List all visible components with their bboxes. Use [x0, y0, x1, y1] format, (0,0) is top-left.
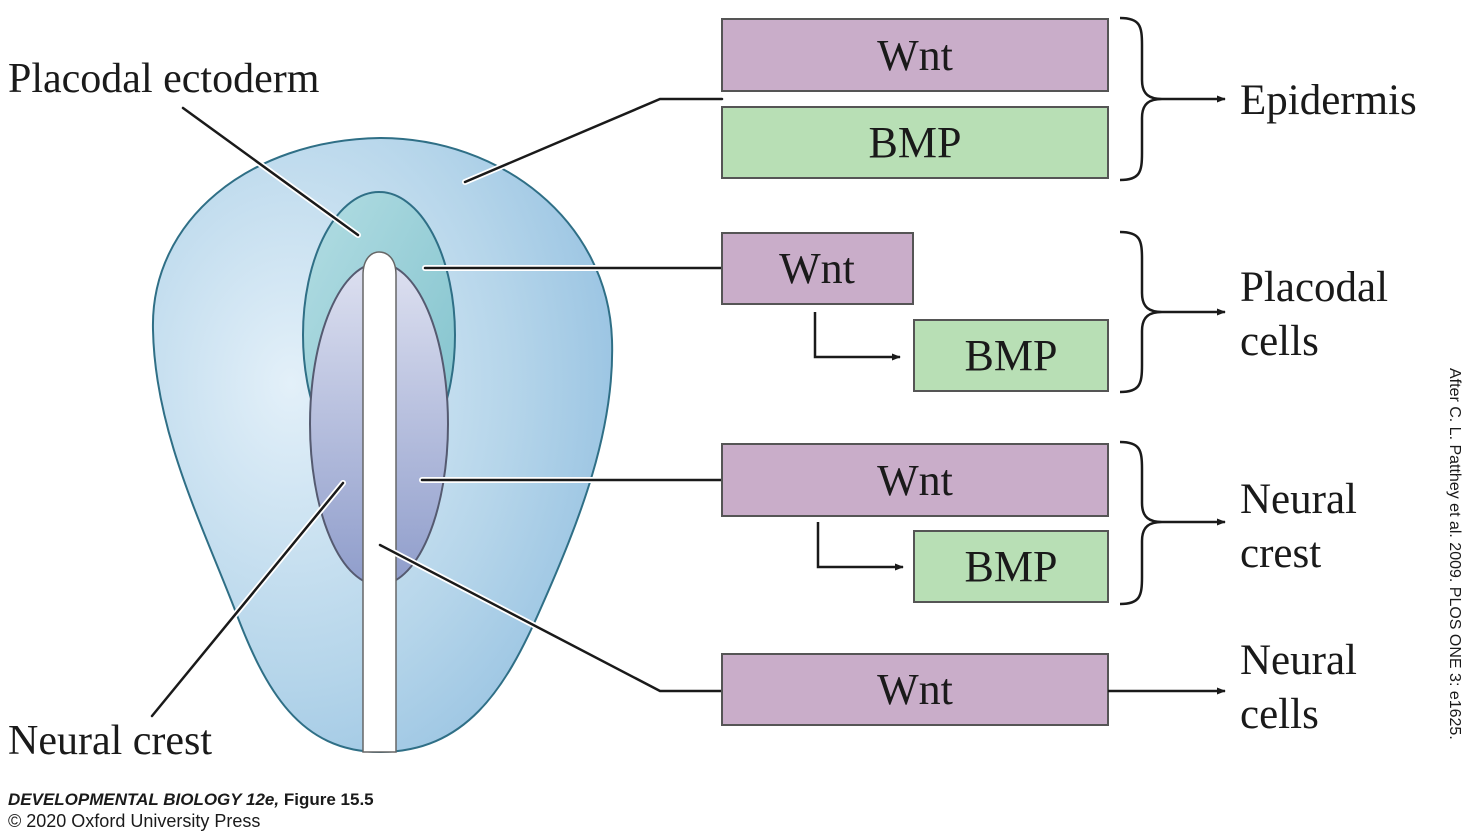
box-label: Wnt — [877, 456, 953, 505]
outcome-neural-crest-line1: Neural — [1240, 476, 1357, 523]
figure-credit: DEVELOPMENTAL BIOLOGY 12e, Figure 15.5 — [8, 790, 374, 809]
outcome-neural-crest-line2: crest — [1240, 530, 1321, 577]
wnt-box-neural — [721, 653, 1109, 726]
box-label: BMP — [869, 118, 962, 167]
wnt-box-epidermis — [721, 18, 1109, 92]
box-label: BMP — [965, 331, 1058, 380]
neural-crest-label: Neural crest — [8, 718, 212, 764]
outcome-placodal-line1: Placodal — [1240, 264, 1388, 311]
bmp-box-placodal — [913, 319, 1109, 392]
leader-lines — [149, 96, 725, 719]
brace — [1119, 16, 1163, 182]
copyright: © 2020 Oxford University Press — [8, 811, 260, 831]
brace — [1119, 440, 1163, 606]
outcome-neural-cells-line2: cells — [1240, 691, 1319, 738]
neural-groove — [362, 251, 397, 753]
placodal-ectoderm-label: Placodal ectoderm — [8, 56, 320, 102]
embryo-illustration — [151, 136, 614, 754]
signal-boxes — [721, 18, 1109, 726]
source-citation: After C. L. Patthey et al. 2009. PLOS ON… — [1446, 368, 1463, 740]
wnt-box-placodal — [721, 232, 914, 305]
box-label: Wnt — [779, 244, 855, 293]
box-label: Wnt — [877, 31, 953, 80]
box-label: Wnt — [877, 665, 953, 714]
bmp-box-neural-crest — [913, 530, 1109, 603]
arrows — [813, 16, 1226, 695]
outcome-epidermis: Epidermis — [1240, 77, 1417, 124]
box-label: BMP — [965, 542, 1058, 591]
wnt-box-neural-crest — [721, 443, 1109, 517]
brace — [1119, 230, 1163, 394]
outcome-neural-cells-line1: Neural — [1240, 637, 1357, 684]
outcome-placodal-line2: cells — [1240, 318, 1319, 365]
bmp-box-epidermis — [721, 106, 1109, 179]
